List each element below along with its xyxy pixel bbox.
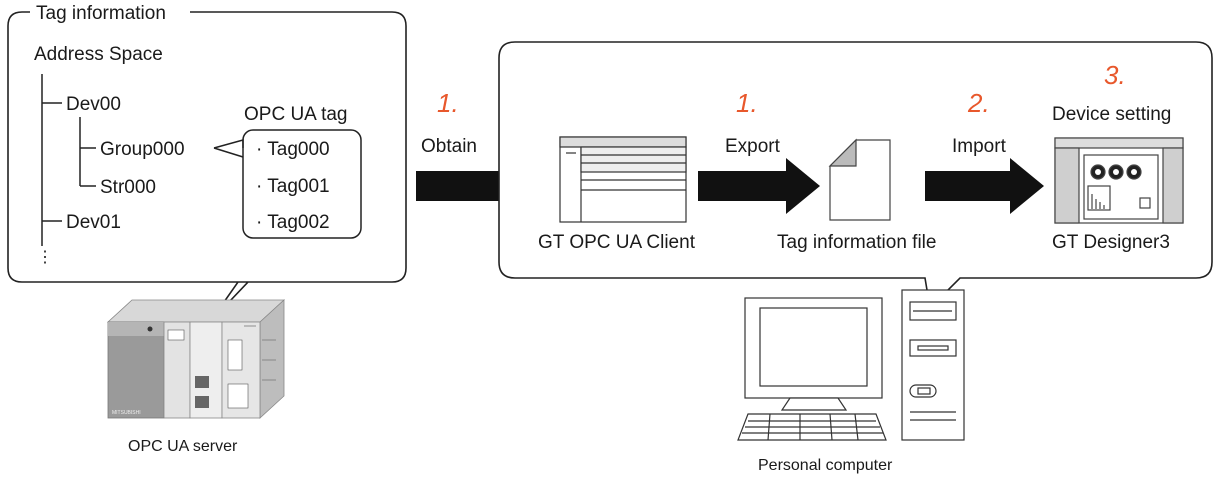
tag-information-title: Tag information — [36, 3, 166, 24]
gt-opc-ua-client-label: GT OPC UA Client — [538, 232, 696, 253]
personal-computer-device — [737, 289, 965, 441]
tag-information-file-label: Tag information file — [777, 232, 936, 253]
obtain-step-number: 1. — [437, 88, 459, 118]
tree-node-dev00: Dev00 — [66, 94, 121, 115]
import-label: Import — [952, 136, 1007, 157]
export-label: Export — [725, 136, 781, 157]
tag-item-0: · Tag000 — [256, 139, 330, 160]
export-step: 1. Export — [698, 88, 820, 214]
export-arrow — [698, 158, 820, 214]
tree-node-dev01: Dev01 — [66, 212, 121, 233]
device-setting-label: Device setting — [1052, 104, 1171, 125]
title-gap-mask — [32, 3, 170, 24]
device-setting-step: 3. Device setting — [1052, 60, 1171, 125]
address-space-label: Address Space — [34, 44, 163, 65]
gt-designer3-icon — [1054, 137, 1184, 224]
device-setting-step-number: 3. — [1104, 60, 1126, 90]
tag-information-callout: Tag information Address Space Dev00 Grou… — [7, 3, 407, 323]
personal-computer-label: Personal computer — [758, 457, 893, 474]
gt-designer3-label: GT Designer3 — [1052, 232, 1170, 253]
tag-information-file-icon — [828, 138, 891, 221]
tag-item-2: · Tag002 — [256, 212, 330, 233]
import-step: 2. Import — [925, 88, 1044, 214]
plc-brand-mark: MITSUBISHI — [112, 410, 141, 416]
tree-node-str000: Str000 — [100, 177, 156, 198]
opc-ua-server-device: MITSUBISHI — [106, 299, 286, 419]
tree-node-group000: Group000 — [100, 139, 185, 160]
import-step-number: 2. — [967, 88, 990, 118]
import-arrow — [925, 158, 1044, 214]
export-step-number: 1. — [736, 88, 758, 118]
tree-ellipsis: ⋮ — [37, 249, 53, 266]
tag-item-1: · Tag001 — [256, 176, 330, 197]
opc-ua-tag-heading: OPC UA tag — [244, 104, 348, 125]
tag-connector — [213, 139, 244, 149]
gt-opc-ua-client-icon — [559, 136, 687, 223]
address-tree-lines — [41, 74, 96, 246]
opc-ua-tag-box — [242, 129, 362, 239]
opc-ua-server-label: OPC UA server — [128, 438, 238, 455]
obtain-label: Obtain — [421, 136, 477, 157]
